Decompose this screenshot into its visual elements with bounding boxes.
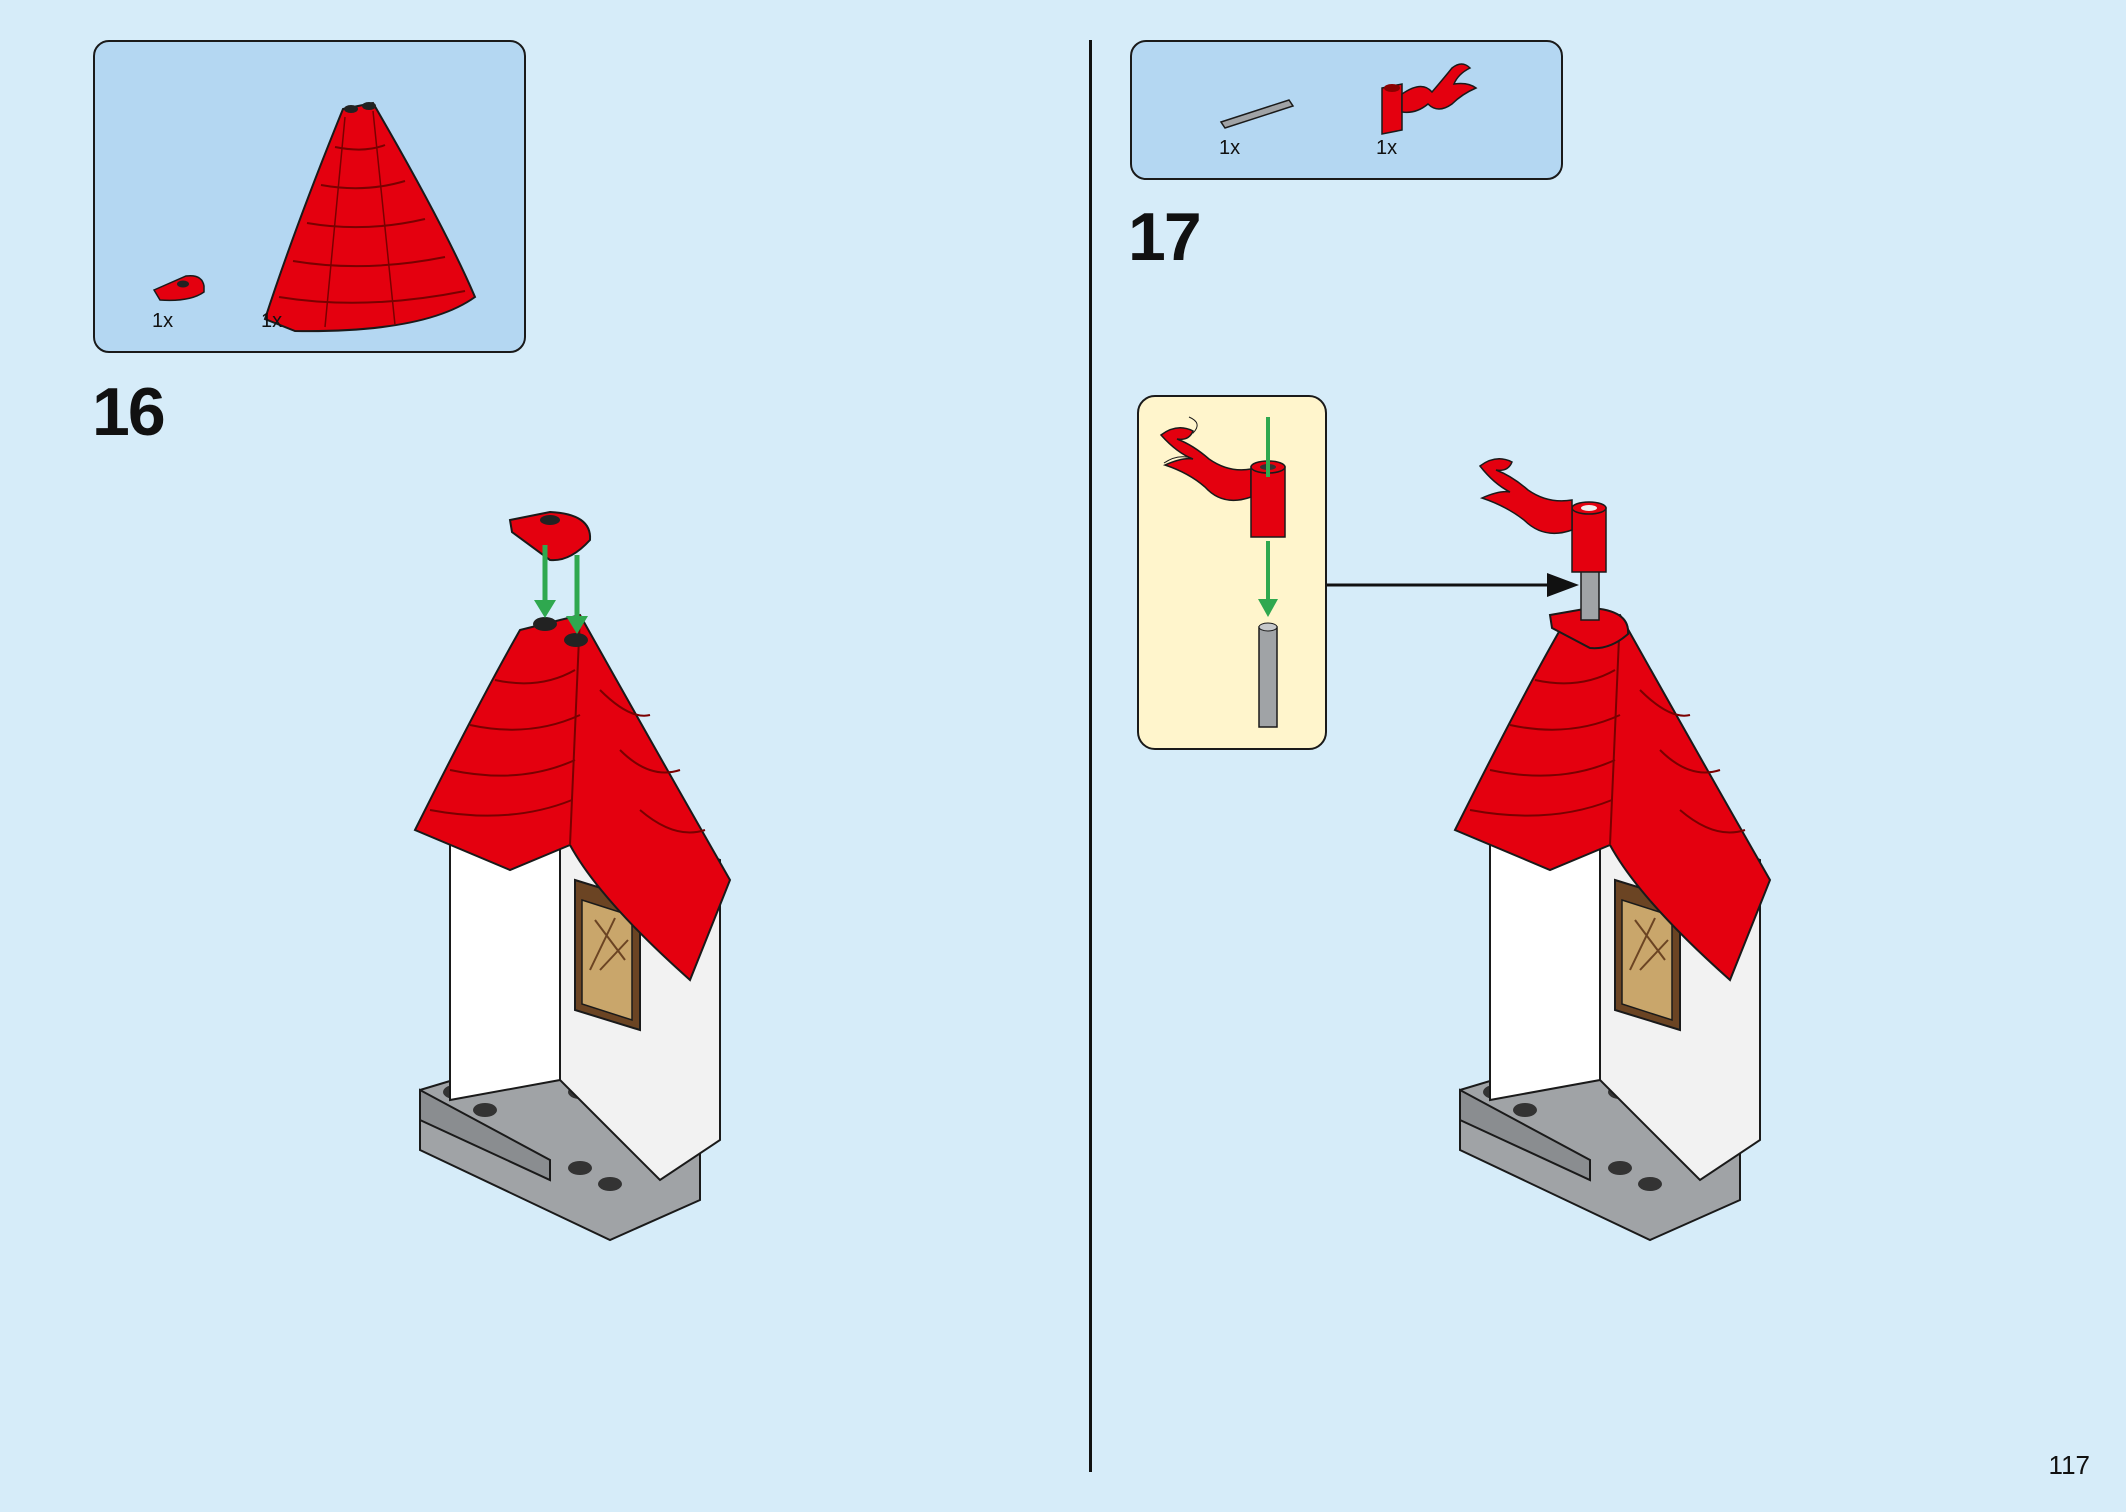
step-number: 16 <box>92 374 166 450</box>
page-number: 117 <box>2048 1450 2090 1480</box>
red-rounded-plate-icon <box>152 274 205 302</box>
part-qty: 1x <box>261 310 283 332</box>
part-qty: 1x <box>1376 137 1398 159</box>
substep-callout <box>1137 395 1327 750</box>
step17-parts-box: 1x 1x <box>1130 40 1563 180</box>
callout-pointer-arrow <box>1327 573 1579 597</box>
part-qty: 1x <box>152 310 174 332</box>
step16-parts-box: 1x 1x <box>93 40 526 353</box>
page-divider <box>1089 40 1092 1472</box>
grey-bar-icon <box>1219 99 1295 129</box>
part-qty: 1x <box>1219 137 1241 159</box>
callout-flag-assembly <box>1159 416 1286 728</box>
step-number: 17 <box>1128 199 1202 275</box>
step16-model <box>413 510 732 1242</box>
red-cone-roof-icon <box>263 101 477 333</box>
step17-model <box>1453 458 1772 1242</box>
red-flag-icon <box>1381 63 1478 135</box>
